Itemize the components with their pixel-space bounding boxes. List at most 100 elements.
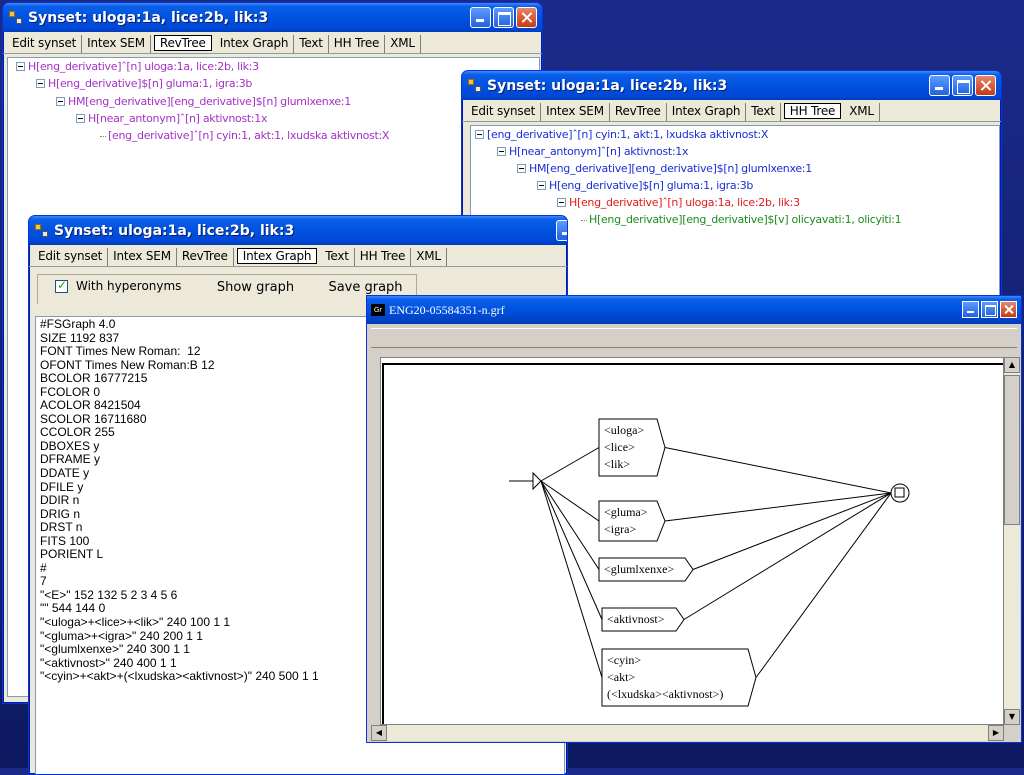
scroll-right-button[interactable]: ▶ <box>988 725 1004 741</box>
graph-box[interactable]: <aktivnost> <box>601 607 685 632</box>
source-line: PORIENT L <box>40 547 104 562</box>
tab-text[interactable]: Text <box>320 248 355 266</box>
window-titlebar[interactable]: Synset: uloga:1a, lice:2b, lik:3 <box>462 71 1001 100</box>
maximize-button[interactable] <box>981 301 998 318</box>
grf-titlebar[interactable]: Gr ENG20-05584351-n.grf <box>367 296 1021 324</box>
graph-edge <box>683 492 892 620</box>
source-line: #FSGraph 4.0 <box>40 317 116 331</box>
graph-edge <box>755 492 892 678</box>
graph-box[interactable]: <gluma><igra> <box>598 500 666 542</box>
tab-bar: Edit synset Intex SEM RevTree Intex Grap… <box>3 32 542 54</box>
window-titlebar[interactable]: Synset: uloga:1a, lice:2b, lik:3 <box>3 3 542 32</box>
scroll-left-button[interactable]: ◀ <box>371 725 387 741</box>
collapse-icon[interactable] <box>56 96 65 106</box>
minimize-button[interactable] <box>556 220 567 241</box>
source-line: DFRAME y <box>40 452 100 467</box>
maximize-button[interactable] <box>493 7 514 28</box>
collapse-icon[interactable] <box>497 146 506 156</box>
collapse-icon[interactable] <box>36 78 45 88</box>
source-line: "<gluma>+<igra>" 240 200 1 1 <box>40 628 203 643</box>
tab-edit-synset[interactable]: Edit synset <box>466 103 542 121</box>
tree-node[interactable]: HM[eng_derivative][eng_derivative]$[n] g… <box>517 162 812 176</box>
show-graph-button[interactable]: Show graph <box>203 275 308 301</box>
scroll-down-button[interactable]: ▼ <box>1004 709 1020 725</box>
graph-box-label: <akt> <box>607 670 635 684</box>
collapse-icon[interactable] <box>557 197 566 207</box>
tree-node[interactable]: HM[eng_derivative][eng_derivative]$[n] g… <box>56 95 351 109</box>
tab-revtree[interactable]: RevTree <box>153 35 212 51</box>
window-titlebar[interactable]: Synset: uloga:1a, lice:2b, lik:3 <box>29 216 567 245</box>
graph-box-label: <cyin> <box>607 653 641 667</box>
tab-intex-sem[interactable]: Intex SEM <box>82 35 151 53</box>
tab-text[interactable]: Text <box>746 103 781 121</box>
source-line: DFILE y <box>40 479 84 494</box>
graph-edge <box>540 480 603 678</box>
horizontal-scrollbar[interactable]: ◀ ▶ <box>371 725 1004 741</box>
grf-graph-window[interactable]: Gr ENG20-05584351-n.grf <uloga><lice><li… <box>366 295 1022 743</box>
graph-edge <box>664 447 892 494</box>
tab-intex-sem[interactable]: Intex SEM <box>108 248 177 266</box>
tab-hh-tree[interactable]: HH Tree <box>355 248 412 266</box>
tab-revtree[interactable]: RevTree <box>177 248 234 266</box>
tree-node[interactable]: H[near_antonym]ˆ[n] aktivnost:1x <box>497 145 689 159</box>
minimize-button[interactable] <box>929 75 950 96</box>
tree-node[interactable]: H[eng_derivative]ˆ[n] uloga:1a, lice:2b,… <box>557 196 800 210</box>
tab-xml[interactable]: XML <box>844 103 880 121</box>
tab-text[interactable]: Text <box>294 35 329 53</box>
close-button[interactable] <box>975 75 996 96</box>
source-line: FITS 100 <box>40 533 90 548</box>
graph-box[interactable]: <cyin> <akt> (<lxudska><aktivnost>) <box>601 648 757 707</box>
collapse-icon[interactable] <box>76 113 85 123</box>
graph-box[interactable]: <uloga><lice><lik> <box>598 418 666 477</box>
scroll-up-button[interactable]: ▲ <box>1004 357 1020 373</box>
tab-edit-synset[interactable]: Edit synset <box>7 35 83 53</box>
graph-box-label: (<lxudska><aktivnost>) <box>607 687 723 701</box>
tab-intex-graph[interactable]: Intex Graph <box>215 35 295 53</box>
tree-node[interactable]: H[eng_derivative]$[n] gluma:1, igra:3b <box>36 77 252 91</box>
minimize-button[interactable] <box>962 301 979 318</box>
tab-xml[interactable]: XML <box>385 35 421 53</box>
tree-node[interactable]: H[eng_derivative]$[n] gluma:1, igra:3b <box>537 179 753 193</box>
minimize-button[interactable] <box>470 7 491 28</box>
app-icon <box>9 11 22 24</box>
graph-box-label: <aktivnost> <box>607 612 665 626</box>
graph-edge <box>540 480 600 522</box>
tab-hh-tree[interactable]: HH Tree <box>329 35 386 53</box>
graph-edge <box>664 492 892 522</box>
graph-canvas[interactable]: <uloga><lice><lik> <gluma><igra> <glumlxen… <box>380 357 1004 725</box>
graph-frame <box>382 363 1003 724</box>
source-line: BCOLOR 16777215 <box>40 371 148 386</box>
app-icon <box>468 79 481 92</box>
source-line: FONT Times New Roman: 12 <box>40 344 201 359</box>
tree-node[interactable]: H[eng_derivative][eng_derivative]$[v] ol… <box>581 213 902 227</box>
tab-intex-graph[interactable]: Intex Graph <box>667 103 747 121</box>
tab-intex-graph[interactable]: Intex Graph <box>236 248 318 264</box>
tab-xml[interactable]: XML <box>411 248 447 266</box>
tab-edit-synset[interactable]: Edit synset <box>33 248 109 266</box>
graph-box-label: <gluma> <box>604 505 648 519</box>
collapse-icon[interactable] <box>16 61 25 71</box>
tree-node[interactable]: [eng_derivative]ˆ[n] cyin:1, akt:1, lxud… <box>100 129 389 143</box>
source-line: SIZE 1192 837 <box>40 330 120 345</box>
with-hyperonyms-checkbox[interactable]: With hyperonyms <box>55 278 182 293</box>
tab-revtree[interactable]: RevTree <box>610 103 667 121</box>
close-button[interactable] <box>516 7 537 28</box>
tab-intex-sem[interactable]: Intex SEM <box>541 103 610 121</box>
vertical-scrollbar[interactable]: ▲ ▼ <box>1004 357 1020 725</box>
scroll-thumb[interactable] <box>1004 375 1020 525</box>
checkbox-label: With hyperonyms <box>76 279 182 293</box>
window-title: Synset: uloga:1a, lice:2b, lik:3 <box>54 222 295 239</box>
graph-box[interactable]: <glumlxenxe> <box>598 557 694 582</box>
close-button[interactable] <box>1000 301 1017 318</box>
tab-hh-tree[interactable]: HH Tree <box>783 103 842 119</box>
source-line: "<E>" 152 132 5 2 3 4 5 6 <box>40 587 178 602</box>
initial-state-icon <box>532 471 542 491</box>
collapse-icon[interactable] <box>517 163 526 173</box>
tree-node[interactable]: H[eng_derivative]ˆ[n] uloga:1a, lice:2b,… <box>16 60 259 74</box>
checkbox-box[interactable] <box>55 278 68 293</box>
collapse-icon[interactable] <box>475 129 484 139</box>
collapse-icon[interactable] <box>537 180 546 190</box>
maximize-button[interactable] <box>952 75 973 96</box>
tree-node[interactable]: [eng_derivative]ˆ[n] cyin:1, akt:1, lxud… <box>475 128 768 142</box>
tree-node[interactable]: H[near_antonym]ˆ[n] aktivnost:1x <box>76 112 268 126</box>
